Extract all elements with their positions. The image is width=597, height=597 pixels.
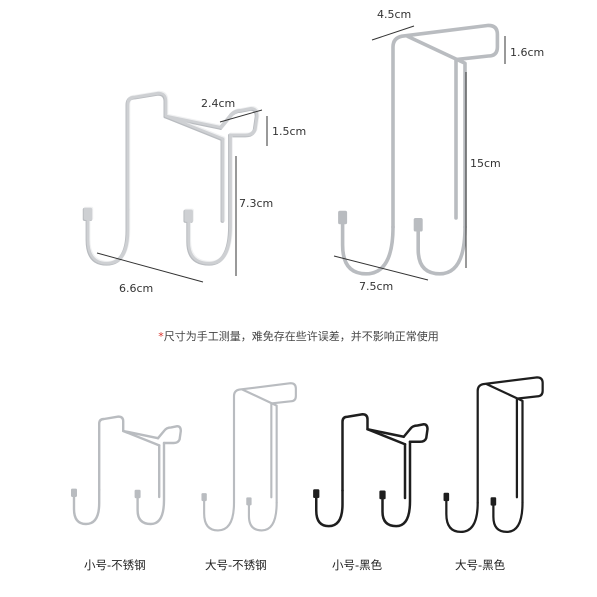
dim-line-large-width (333, 255, 429, 281)
dim-large-top-width: 4.5cm (377, 8, 411, 21)
dim-line-width (96, 252, 204, 283)
dim-small-width: 6.6cm (119, 282, 153, 295)
variant-large-steel-image (200, 382, 298, 532)
variant-label-large-black: 大号-黑色 (455, 558, 506, 572)
variant-label-small-steel: 小号-不锈钢 (84, 558, 146, 572)
large-hook-dimensioned: 4.5cm 1.6cm 15cm 7.5cm (333, 8, 544, 293)
dim-large-width: 7.5cm (359, 280, 393, 293)
dim-small-top-depth: 1.5cm (272, 125, 306, 138)
variant-large-black-image (442, 376, 544, 534)
measurement-note: *尺寸为手工测量，难免存在些许误差，并不影响正常使用 (0, 328, 597, 344)
dim-line-large-top-width (371, 25, 415, 41)
dim-small-height: 7.3cm (239, 197, 273, 210)
variant-small-black-image (311, 412, 429, 528)
small-hook-dimensioned: 2.4cm 1.5cm 7.3cm 6.6cm (80, 90, 306, 295)
dim-line-top-width (219, 109, 263, 123)
variant-small-steel-image (69, 415, 183, 526)
note-text: 尺寸为手工测量，难免存在些许误差，并不影响正常使用 (163, 330, 439, 343)
variant-label-large-steel: 大号-不锈钢 (205, 558, 267, 572)
dim-large-top-depth: 1.6cm (510, 46, 544, 59)
note-star: * (158, 330, 164, 343)
variant-label-small-black: 小号-黑色 (332, 558, 383, 572)
dim-large-height: 15cm (470, 157, 501, 170)
dim-small-top-width: 2.4cm (201, 97, 235, 110)
